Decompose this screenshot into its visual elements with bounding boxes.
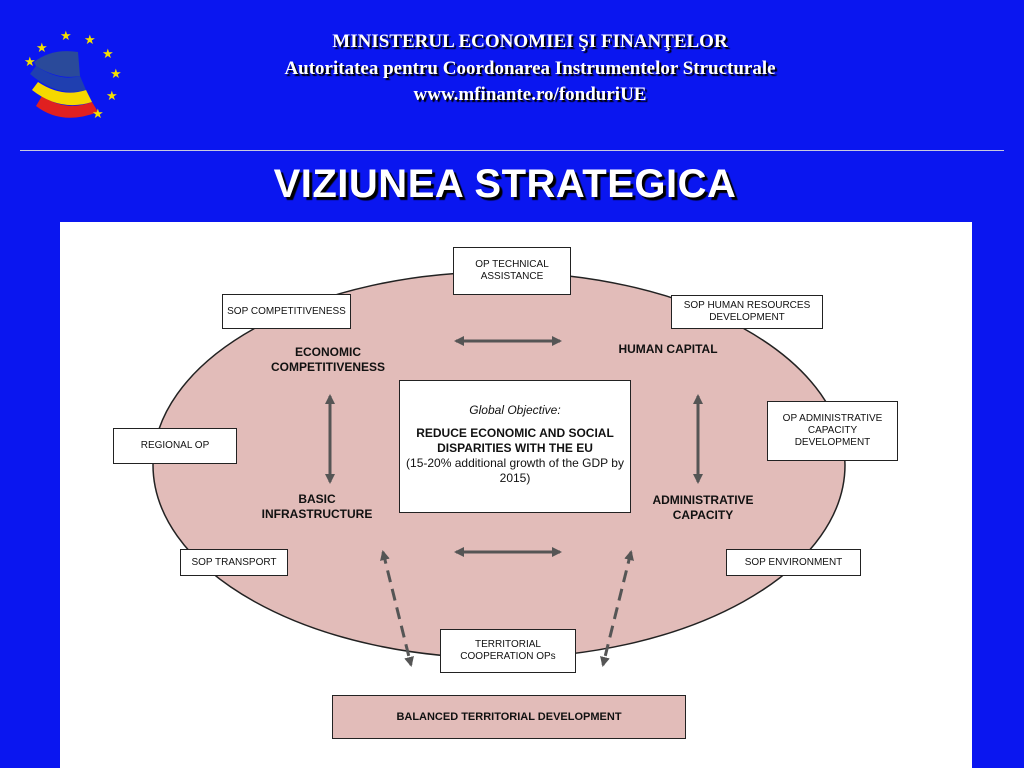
authority-name: Autoritatea pentru Coordonarea Instrumen…	[284, 58, 776, 79]
box-sop-competitiveness: SOP COMPETITIVENESS	[222, 294, 351, 329]
theme-basic-infrastructure: BASIC INFRASTRUCTURE	[261, 492, 373, 521]
logo-yellow-arc	[32, 82, 92, 106]
dashed-arrow-right	[600, 550, 634, 667]
star-icon: ★	[36, 41, 48, 56]
global-objective-heading: Global Objective:	[469, 403, 561, 417]
theme-economic-competitiveness: ECONOMIC COMPETITIVENESS	[270, 345, 386, 374]
logo-blue-arc	[30, 66, 86, 92]
box-sop-environment: SOP ENVIRONMENT	[726, 549, 861, 576]
global-objective-box: Global Objective: REDUCE ECONOMIC AND SO…	[399, 380, 631, 513]
ministry-name: MINISTERUL ECONOMIEI ŞI FINANŢELOR	[332, 31, 728, 52]
theme-human-capital: HUMAN CAPITAL	[618, 342, 718, 356]
box-op-technical-assistance: OP TECHNICAL ASSISTANCE	[453, 247, 571, 295]
header-divider	[20, 150, 1004, 151]
star-icon: ★	[24, 55, 36, 70]
star-icon: ★	[60, 29, 72, 44]
global-objective-detail: (15-20% additional growth of the GDP by …	[406, 456, 624, 485]
slide-title: VIZIUNEA STRATEGICA	[273, 162, 737, 206]
box-balanced-territorial-development: BALANCED TERRITORIAL DEVELOPMENT	[332, 695, 686, 739]
star-icon: ★	[106, 89, 118, 104]
logo-stars: ★ ★ ★ ★ ★ ★ ★ ★	[24, 29, 122, 122]
box-regional-op: REGIONAL OP	[113, 428, 237, 464]
star-icon: ★	[102, 47, 114, 62]
logo-red-arc	[36, 96, 98, 118]
website-url: www.mfinante.ro/fonduriUE	[413, 84, 647, 105]
box-sop-transport: SOP TRANSPORT	[180, 549, 288, 576]
diagram-panel: OP TECHNICAL ASSISTANCE SOP COMPETITIVEN…	[60, 222, 972, 768]
box-op-admin-capacity: OP ADMINISTRATIVE CAPACITY DEVELOPMENT	[767, 401, 898, 461]
star-icon: ★	[110, 67, 122, 82]
box-sop-human-resources: SOP HUMAN RESOURCES DEVELOPMENT	[671, 295, 823, 329]
theme-administrative-capacity: ADMINISTRATIVE CAPACITY	[652, 493, 754, 522]
star-icon: ★	[92, 107, 104, 122]
dashed-arrow-left	[380, 550, 414, 667]
logo-teal-arc	[34, 51, 80, 77]
star-icon: ★	[84, 33, 96, 48]
box-territorial-cooperation: TERRITORIAL COOPERATION OPs	[440, 629, 576, 673]
ministry-logo: ★ ★ ★ ★ ★ ★ ★ ★	[24, 29, 122, 122]
global-objective-statement: REDUCE ECONOMIC AND SOCIAL DISPARITIES W…	[416, 426, 614, 455]
